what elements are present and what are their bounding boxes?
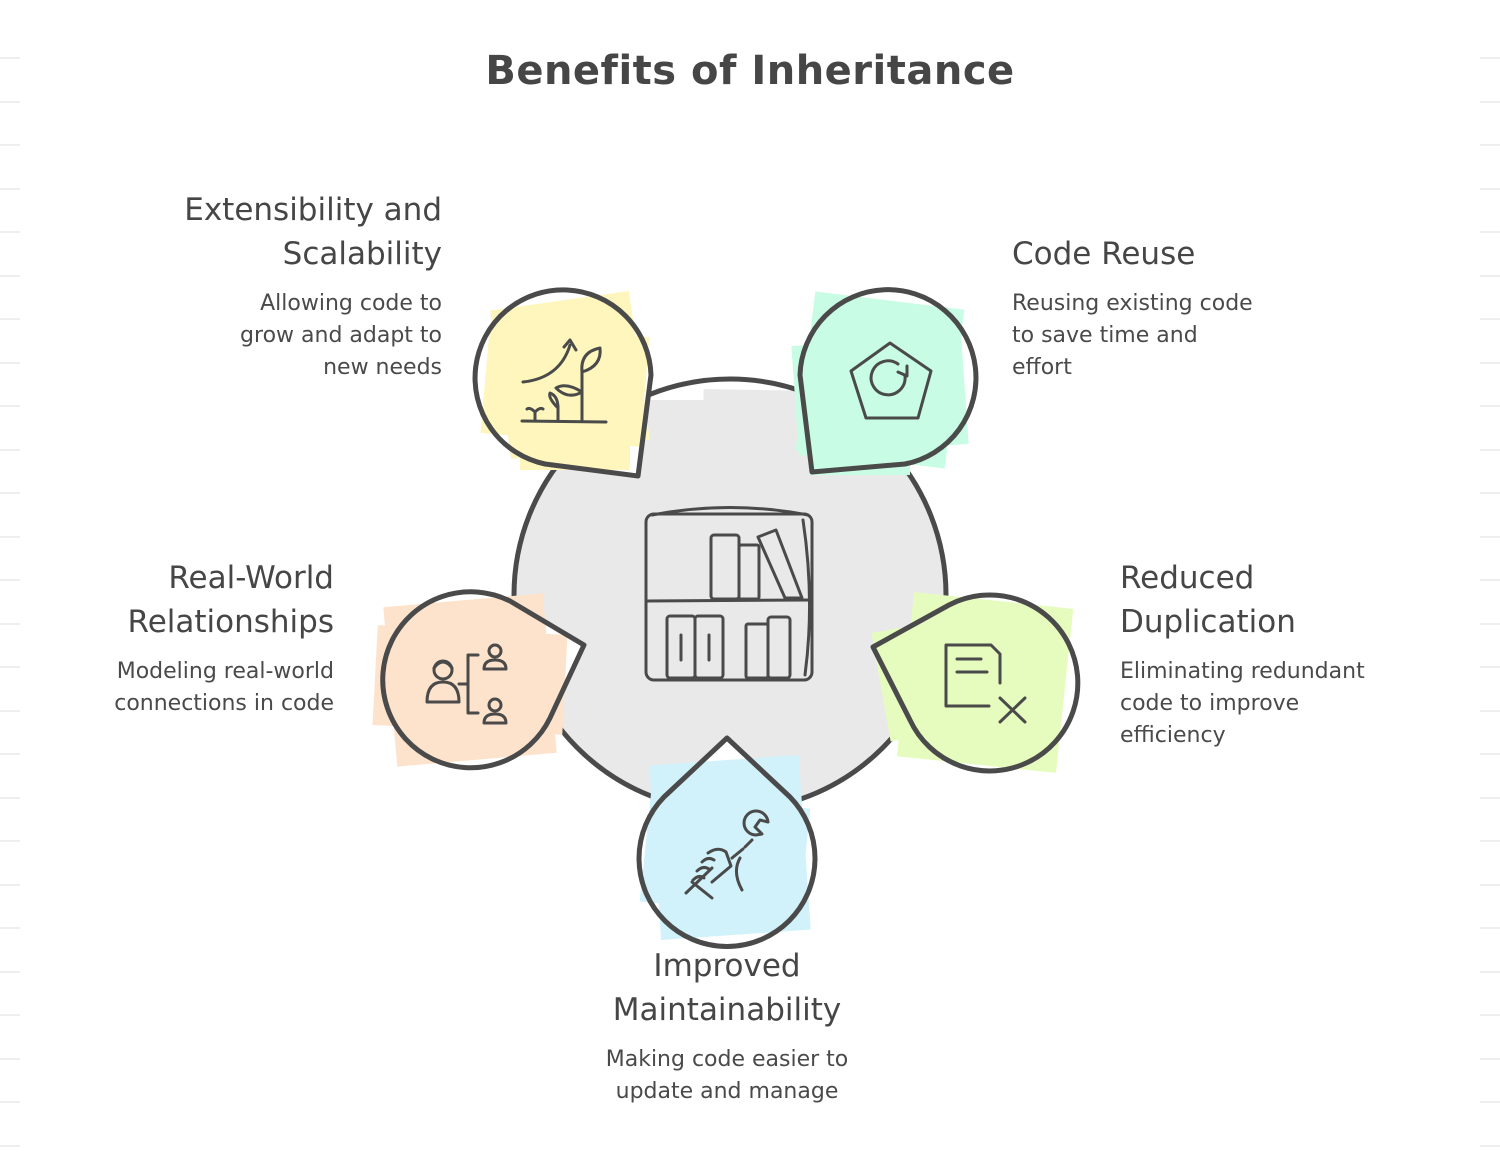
desc-code-reuse: Reusing existing code to save time and e… xyxy=(1012,291,1253,380)
edge-mark xyxy=(0,666,20,668)
edge-mark xyxy=(1480,971,1500,973)
people-hierarchy-icon xyxy=(425,643,508,725)
heading-real-world: Real-World Relationships xyxy=(127,560,334,640)
edge-mark xyxy=(1480,797,1500,799)
edge-mark xyxy=(1480,318,1500,320)
edge-mark xyxy=(0,579,20,581)
node-real-world xyxy=(372,589,587,771)
edge-mark xyxy=(0,840,20,842)
edge-mark xyxy=(0,188,20,190)
edge-mark xyxy=(1480,536,1500,538)
desc-extensibility: Allowing code to grow and adapt to new n… xyxy=(240,291,442,380)
edge-mark xyxy=(1480,840,1500,842)
left-edge-marks xyxy=(0,0,20,1174)
edge-mark xyxy=(0,971,20,973)
edge-mark xyxy=(0,362,20,364)
edge-mark xyxy=(1480,492,1500,494)
node-maintainability xyxy=(636,735,818,949)
edge-mark xyxy=(0,492,20,494)
label-reduced-duplication: Reduced Duplication Eliminating redundan… xyxy=(1120,556,1480,752)
edge-mark xyxy=(1480,57,1500,59)
node-reduced-duplication xyxy=(870,592,1081,774)
edge-mark xyxy=(1480,927,1500,929)
edge-mark xyxy=(0,927,20,929)
label-maintainability: Improved Maintainability Making code eas… xyxy=(527,944,927,1108)
bookshelf-icon xyxy=(644,506,814,682)
edge-mark xyxy=(0,1014,20,1016)
edge-mark xyxy=(0,797,20,799)
edge-mark xyxy=(0,753,20,755)
label-real-world: Real-World Relationships Modeling real-w… xyxy=(20,556,334,720)
edge-mark xyxy=(0,884,20,886)
edge-mark xyxy=(0,318,20,320)
edge-mark xyxy=(1480,579,1500,581)
edge-mark xyxy=(0,710,20,712)
node-extensibility xyxy=(472,287,654,479)
edge-mark xyxy=(0,144,20,146)
edge-mark xyxy=(1480,1058,1500,1060)
edge-mark xyxy=(1480,666,1500,668)
node-code-reuse xyxy=(791,287,979,475)
heading-code-reuse: Code Reuse xyxy=(1012,236,1196,272)
edge-mark xyxy=(0,1101,20,1103)
edge-mark xyxy=(0,1058,20,1060)
edge-mark xyxy=(0,231,20,233)
desc-reduced-duplication: Eliminating redundant code to improve ef… xyxy=(1120,659,1365,748)
edge-mark xyxy=(1480,1101,1500,1103)
heading-reduced-duplication: Reduced Duplication xyxy=(1120,560,1296,640)
label-code-reuse: Code Reuse Reusing existing code to save… xyxy=(1012,232,1352,384)
center-hub xyxy=(511,376,949,814)
edge-mark xyxy=(0,101,20,103)
pentagon-refresh-icon xyxy=(849,341,933,420)
heading-maintainability: Improved Maintainability xyxy=(612,948,842,1028)
diagram-title: Benefits of Inheritance xyxy=(485,48,1015,94)
edge-mark xyxy=(1480,275,1500,277)
edge-mark xyxy=(1480,623,1500,625)
right-edge-marks xyxy=(1480,0,1500,1174)
edge-mark xyxy=(1480,405,1500,407)
document-remove-icon xyxy=(944,643,1027,724)
edge-mark xyxy=(0,57,20,59)
desc-maintainability: Making code easier to update and manage xyxy=(605,1047,849,1104)
edge-mark xyxy=(1480,362,1500,364)
edge-mark xyxy=(0,449,20,451)
edge-mark xyxy=(0,623,20,625)
edge-mark xyxy=(1480,188,1500,190)
edge-mark xyxy=(1480,710,1500,712)
edge-mark xyxy=(1480,1145,1500,1147)
plant-growth-icon xyxy=(520,338,608,424)
edge-mark xyxy=(1480,753,1500,755)
edge-mark xyxy=(0,275,20,277)
edge-mark xyxy=(0,536,20,538)
heading-extensibility: Extensibility and Scalability xyxy=(184,192,442,272)
edge-mark xyxy=(1480,884,1500,886)
edge-mark xyxy=(1480,144,1500,146)
edge-mark xyxy=(0,405,20,407)
edge-mark xyxy=(1480,231,1500,233)
label-extensibility: Extensibility and Scalability Allowing c… xyxy=(100,188,442,384)
edge-mark xyxy=(1480,449,1500,451)
edge-mark xyxy=(0,1145,20,1147)
edge-mark xyxy=(1480,101,1500,103)
hand-wrench-icon xyxy=(684,809,770,900)
desc-real-world: Modeling real-world connections in code xyxy=(114,659,334,716)
edge-mark xyxy=(1480,1014,1500,1016)
